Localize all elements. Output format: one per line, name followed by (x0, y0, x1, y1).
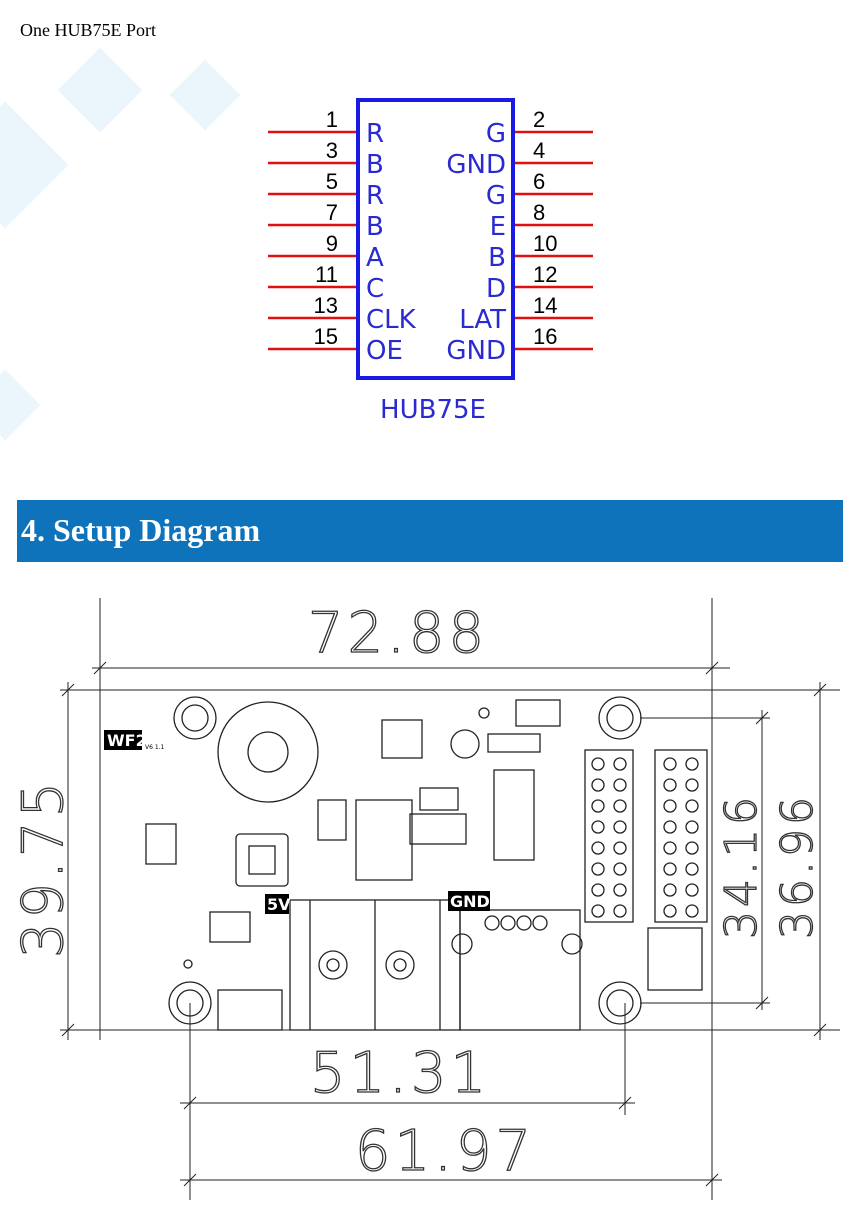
header-pin (591, 820, 605, 834)
header-pin (591, 799, 605, 813)
pin-signal: R (366, 119, 384, 149)
dim-hole-h-spacing: 51.31 (310, 1041, 490, 1106)
header-pin (591, 757, 605, 771)
pin-signal: OE (366, 336, 403, 366)
gnd-label-bg (448, 891, 490, 911)
pin-signal: D (486, 274, 506, 304)
header-pin (663, 820, 677, 834)
pin-number: 10 (533, 231, 557, 256)
pin-signal: R (366, 181, 384, 211)
dim-width-inner: 61.97 (355, 1119, 535, 1184)
dimension-lines (60, 598, 840, 1200)
pin-signal: LAT (459, 305, 506, 335)
dim-height-inner: 36.96 (772, 793, 823, 939)
pin-signal: CLK (366, 305, 417, 335)
pin-number: 5 (326, 169, 338, 194)
pin-number: 2 (533, 107, 545, 132)
pin-signal: C (366, 274, 384, 304)
pin-number: 8 (533, 200, 545, 225)
pin-number: 16 (533, 324, 557, 349)
pin-number: 7 (326, 200, 338, 225)
header-pin (591, 841, 605, 855)
pin-number: 6 (533, 169, 545, 194)
pin-number: 4 (533, 138, 545, 163)
dim-width-total: 72.88 (308, 601, 488, 666)
header-pin (613, 820, 627, 834)
dim-hole-v-spacing: 34.16 (716, 793, 767, 939)
pin-signal: GND (446, 150, 506, 180)
header-pin (613, 862, 627, 876)
pin-number: 11 (315, 262, 338, 287)
header-pin (685, 862, 699, 876)
header-pin (591, 862, 605, 876)
model-label: WF2 (107, 731, 147, 750)
pin-signal: E (490, 212, 506, 242)
header-pin (613, 799, 627, 813)
header-pin (663, 862, 677, 876)
header-pin (685, 799, 699, 813)
header-pin (685, 778, 699, 792)
header-pin (613, 841, 627, 855)
pin-signal: GND (446, 336, 506, 366)
pin-number: 14 (533, 293, 557, 318)
header-pin (685, 883, 699, 897)
port-section-title: One HUB75E Port (20, 20, 156, 40)
header-pin (663, 778, 677, 792)
pcb-board (145, 696, 708, 1031)
header-pin (685, 757, 699, 771)
gnd-label: GND (450, 892, 490, 911)
pin-number: 3 (326, 138, 338, 163)
board-version: V6 1.1 (145, 744, 165, 751)
5v-label-bg (265, 894, 289, 914)
pin-signal: G (486, 181, 506, 211)
pin-signal: B (366, 150, 384, 180)
connector-body (356, 98, 515, 380)
pin-number: 9 (326, 231, 338, 256)
header-pin (685, 904, 699, 918)
pin-number: 1 (326, 107, 338, 132)
header-pins (591, 757, 699, 918)
header-pin (663, 799, 677, 813)
header-pin (663, 757, 677, 771)
header-pin (613, 778, 627, 792)
pin-signal: A (366, 243, 384, 273)
pin-number: 13 (314, 293, 338, 318)
header-pin (663, 883, 677, 897)
header-pin (591, 904, 605, 918)
header-pin (613, 757, 627, 771)
header-pin (591, 883, 605, 897)
header-pin (591, 778, 605, 792)
header-pin (685, 820, 699, 834)
connector-name: HUB75E (380, 395, 486, 425)
pin-signal: G (486, 119, 506, 149)
header-pin (613, 883, 627, 897)
model-label-bg (104, 730, 142, 750)
header-pin (663, 841, 677, 855)
dim-height-total: 39.75 (11, 778, 76, 958)
pin-number: 12 (533, 262, 557, 287)
pin-signal: B (488, 243, 506, 273)
5v-label: 5V (267, 895, 291, 914)
pin-number: 15 (314, 324, 338, 349)
header-pin (663, 904, 677, 918)
header-pin (613, 904, 627, 918)
pin-signal: B (366, 212, 384, 242)
header-pin (685, 841, 699, 855)
section-heading: 4. Setup Diagram (21, 512, 261, 548)
section-banner: 4. Setup Diagram (17, 500, 843, 562)
